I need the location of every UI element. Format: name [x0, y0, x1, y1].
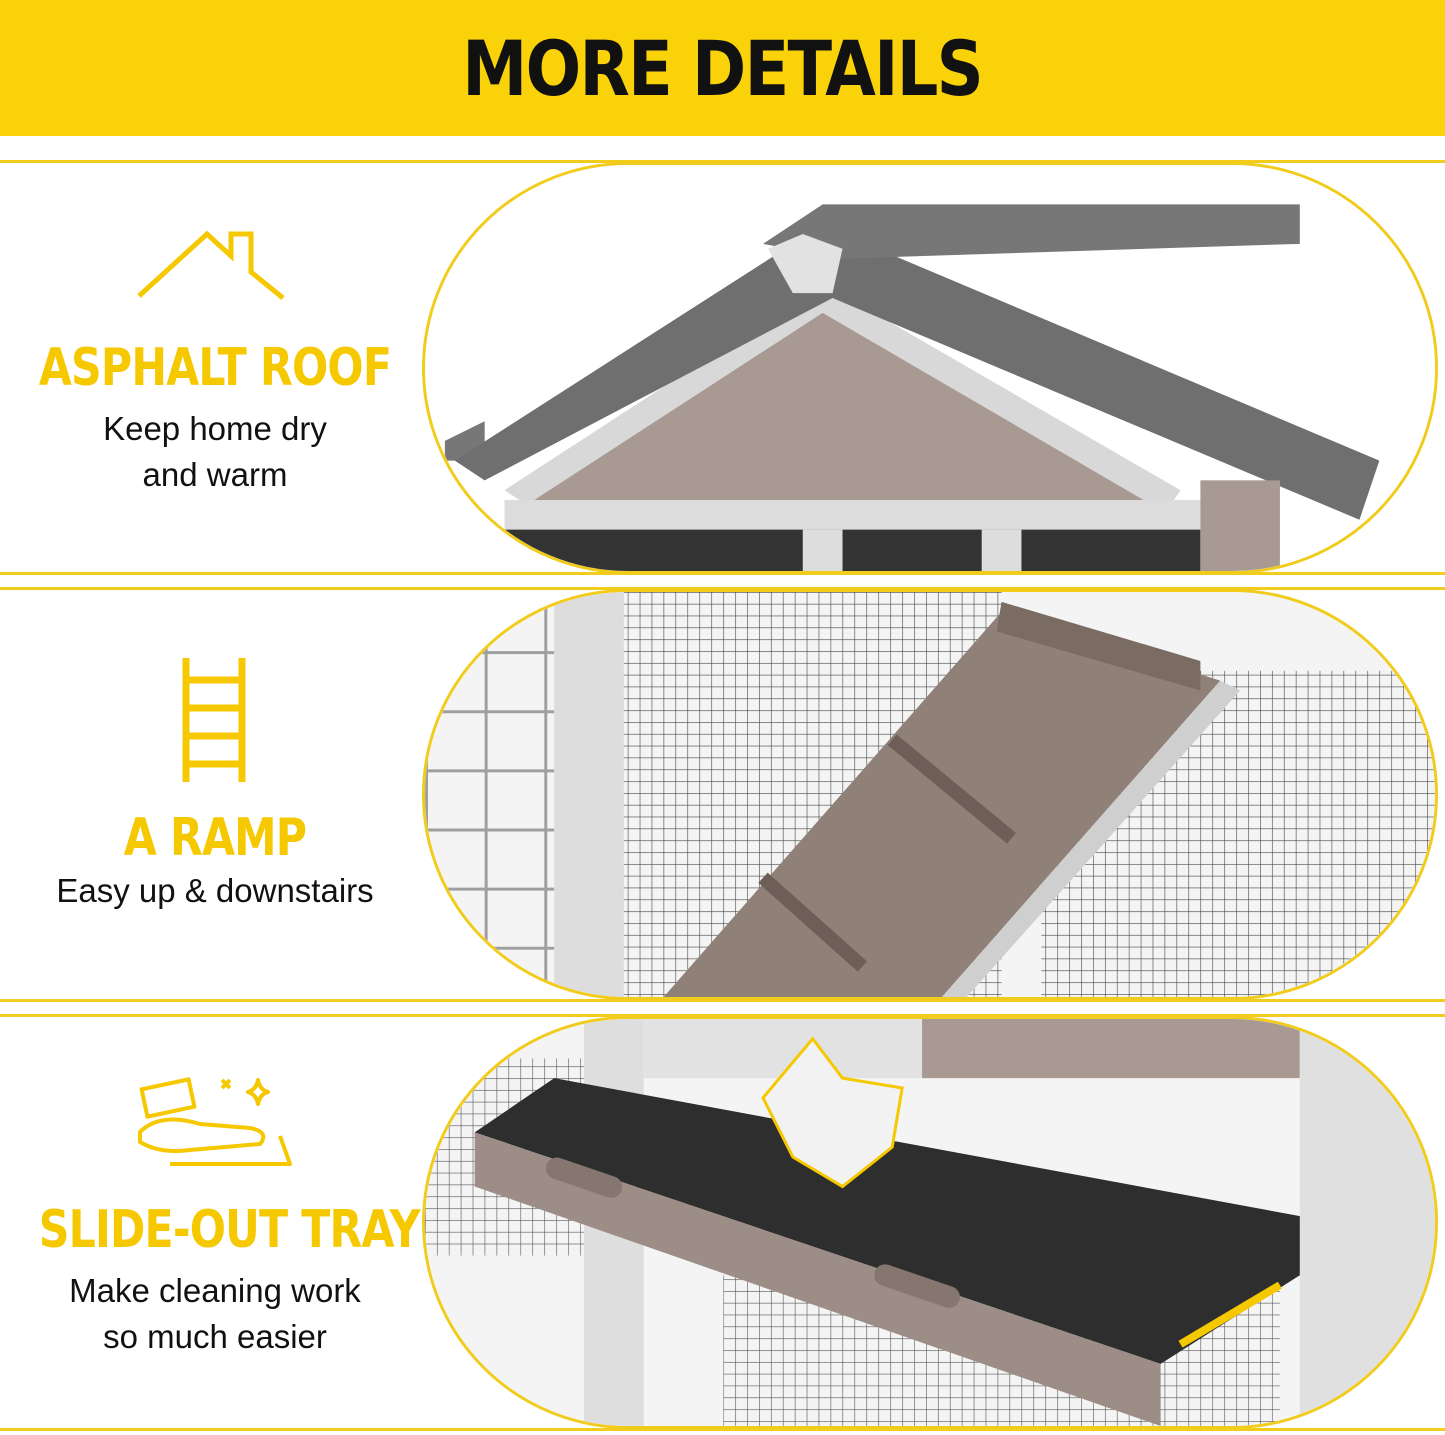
divider — [0, 1014, 1445, 1017]
desc-line: and warm — [142, 456, 288, 493]
feature-ramp: A RAMP Easy up & downstairs — [0, 658, 430, 914]
ladder-icon — [182, 658, 246, 782]
ramp-photo — [422, 589, 1438, 1000]
desc-line: Keep home dry — [103, 410, 327, 447]
feature-slide-out-tray: SLIDE-OUT TRAY Make cleaning work so muc… — [0, 1072, 430, 1360]
page-title: MORE DETAILS — [462, 23, 984, 113]
header-banner: MORE DETAILS — [0, 0, 1445, 136]
cleaning-icon — [138, 1077, 292, 1166]
roof-photo — [422, 162, 1438, 574]
divider — [0, 1428, 1445, 1431]
desc-line: so much easier — [103, 1318, 327, 1355]
feature-title: SLIDE-OUT TRAY — [38, 1200, 421, 1260]
divider — [0, 587, 1445, 590]
feature-description: Easy up & downstairs — [0, 868, 430, 914]
feature-title: A RAMP — [123, 808, 307, 868]
feature-asphalt-roof: ASPHALT ROOF Keep home dry and warm — [0, 228, 430, 498]
divider — [0, 999, 1445, 1002]
feature-description: Make cleaning work so much easier — [0, 1268, 430, 1360]
tray-photo — [422, 1016, 1438, 1429]
feature-description: Keep home dry and warm — [0, 406, 430, 498]
desc-line: Easy up & downstairs — [56, 872, 374, 909]
roof-icon — [137, 230, 285, 300]
divider — [0, 160, 1445, 163]
feature-title: ASPHALT ROOF — [38, 338, 392, 398]
desc-line: Make cleaning work — [69, 1272, 361, 1309]
